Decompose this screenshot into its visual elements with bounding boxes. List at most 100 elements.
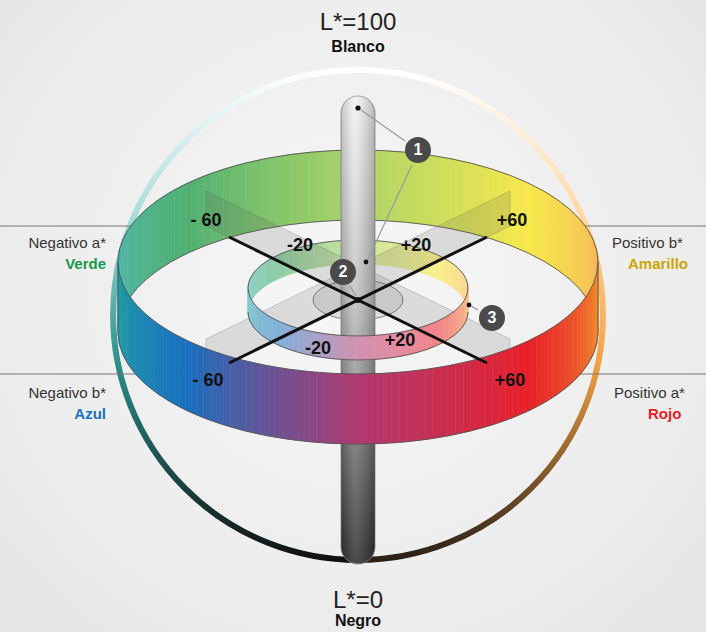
- color-ring-inner-wall: [391, 151, 399, 222]
- inner-ring-wall: [456, 308, 458, 334]
- inner-ring-wall: [447, 260, 450, 286]
- color-ring-inner-wall: [581, 220, 584, 294]
- color-ring-outer-wall: [570, 311, 574, 384]
- color-ring-inner-wall: [185, 181, 191, 254]
- axis-value: -20: [287, 235, 313, 256]
- color-ring-outer-wall: [463, 361, 470, 433]
- inner-ring-wall: [263, 312, 266, 338]
- color-ring-outer-wall: [174, 334, 179, 407]
- color-ring-inner-wall: [300, 152, 308, 223]
- axis-value: +60: [495, 370, 526, 391]
- ring-edge: [598, 262, 599, 332]
- leader-line: [471, 306, 478, 310]
- color-ring-inner-wall: [135, 216, 138, 290]
- b-axis-line: [229, 237, 487, 363]
- lightness-axis: [341, 96, 375, 564]
- color-ring-inner-wall: [570, 209, 574, 282]
- leader-dot: [467, 303, 472, 308]
- color-ring-outer-wall: [180, 337, 186, 410]
- inner-ring-wall: [260, 264, 263, 290]
- color-ring-outer-wall: [375, 373, 383, 443]
- color-ring-outer-wall: [154, 321, 159, 394]
- inner-ring-wall: [443, 258, 447, 284]
- axis-lines: [229, 110, 487, 363]
- color-ring-outer-wall: [325, 373, 333, 443]
- color-ring-inner-wall: [276, 155, 284, 226]
- lightness-name: Blanco: [331, 38, 384, 56]
- axis-value: - 60: [190, 210, 221, 231]
- inner-ring-wall: [269, 316, 273, 342]
- color-ring-inner-wall: [432, 155, 440, 226]
- color-ring-outer-wall: [391, 372, 399, 443]
- center-dot: [355, 297, 361, 303]
- color-name: Rojo: [648, 405, 681, 422]
- leader-dot: [364, 260, 369, 265]
- lightness-name: Negro: [335, 612, 381, 630]
- color-ring-outer-wall: [308, 372, 316, 443]
- inner-ring-wall: [364, 336, 370, 360]
- color-ring-outer-wall: [562, 318, 566, 391]
- color-ring-inner-wall: [424, 154, 432, 225]
- inner-ring-wall: [266, 314, 269, 340]
- color-name: Azul: [74, 405, 106, 422]
- color-ring-outer-wall: [245, 361, 252, 433]
- color-ring-outer-wall: [224, 355, 231, 427]
- color-ring-outer-wall: [574, 308, 578, 382]
- lightness-bar: [341, 96, 375, 564]
- color-ring-outer-wall: [300, 371, 308, 442]
- lightness-bar-shade: [341, 96, 375, 564]
- color-ring-outer-wall: [169, 331, 174, 404]
- color-ring-outer-wall: [268, 366, 276, 437]
- color-ring-outer-wall: [471, 359, 478, 431]
- color-ring-inner-wall: [292, 153, 300, 224]
- inner-ring-wall: [458, 268, 460, 294]
- axis-name: Negativo a*: [28, 234, 106, 251]
- a-axis-line: [229, 237, 487, 363]
- inner-ring-wall: [358, 336, 364, 360]
- inner-ring-wall: [269, 258, 273, 284]
- inner-ring-wall: [450, 312, 453, 338]
- color-ring-inner-wall: [416, 153, 424, 224]
- color-ring-inner-wall: [552, 196, 557, 269]
- inner-ring-wall: [447, 314, 450, 340]
- color-ring-outer-wall: [127, 293, 129, 367]
- color-ring-outer-wall: [424, 369, 432, 440]
- callout-number: 3: [479, 305, 505, 331]
- axis-name: Positivo b*: [612, 234, 683, 251]
- color-ring-outer-wall: [440, 366, 448, 437]
- inner-ring-wall: [298, 328, 303, 353]
- color-ring-outer-wall: [456, 363, 464, 435]
- color-ring-inner-wall: [316, 151, 324, 222]
- inner-ring-wall: [453, 264, 456, 290]
- inner-ring-wall: [263, 262, 266, 288]
- color-ring-outer-wall: [358, 374, 366, 444]
- callout-number: 2: [330, 259, 356, 285]
- color-ring-outer-wall: [552, 325, 557, 398]
- inner-ring-wall: [423, 325, 428, 351]
- color-ring-outer-wall: [125, 289, 127, 363]
- color-ring-inner-wall: [132, 220, 135, 294]
- inner-ring-wall: [456, 266, 458, 292]
- color-ring-outer-wall: [276, 367, 284, 438]
- inner-ring-wall: [453, 310, 456, 336]
- color-ring-inner-wall: [268, 157, 276, 228]
- color-ring-inner-wall: [142, 209, 146, 282]
- ring-edge: [118, 262, 598, 374]
- color-ring-outer-wall: [238, 359, 245, 431]
- inner-ring-wall: [347, 336, 353, 360]
- inner-ring-wall: [458, 305, 460, 331]
- inner-ring-wall: [260, 310, 263, 336]
- axis-value: +20: [385, 330, 416, 351]
- color-ring-inner-wall: [440, 157, 448, 228]
- axis-name: Negativo b*: [28, 384, 106, 401]
- color-ring-outer-wall: [557, 321, 562, 394]
- lightness-label: L*=0: [333, 586, 383, 614]
- color-ring-outer-wall: [589, 289, 591, 363]
- color-ring-inner-wall: [375, 150, 383, 220]
- color-ring-inner-wall: [164, 193, 169, 266]
- color-ring-outer-wall: [542, 331, 547, 404]
- color-ring-inner-wall: [562, 203, 566, 276]
- color-ring-outer-wall: [159, 325, 164, 398]
- color-ring-outer-wall: [185, 340, 191, 413]
